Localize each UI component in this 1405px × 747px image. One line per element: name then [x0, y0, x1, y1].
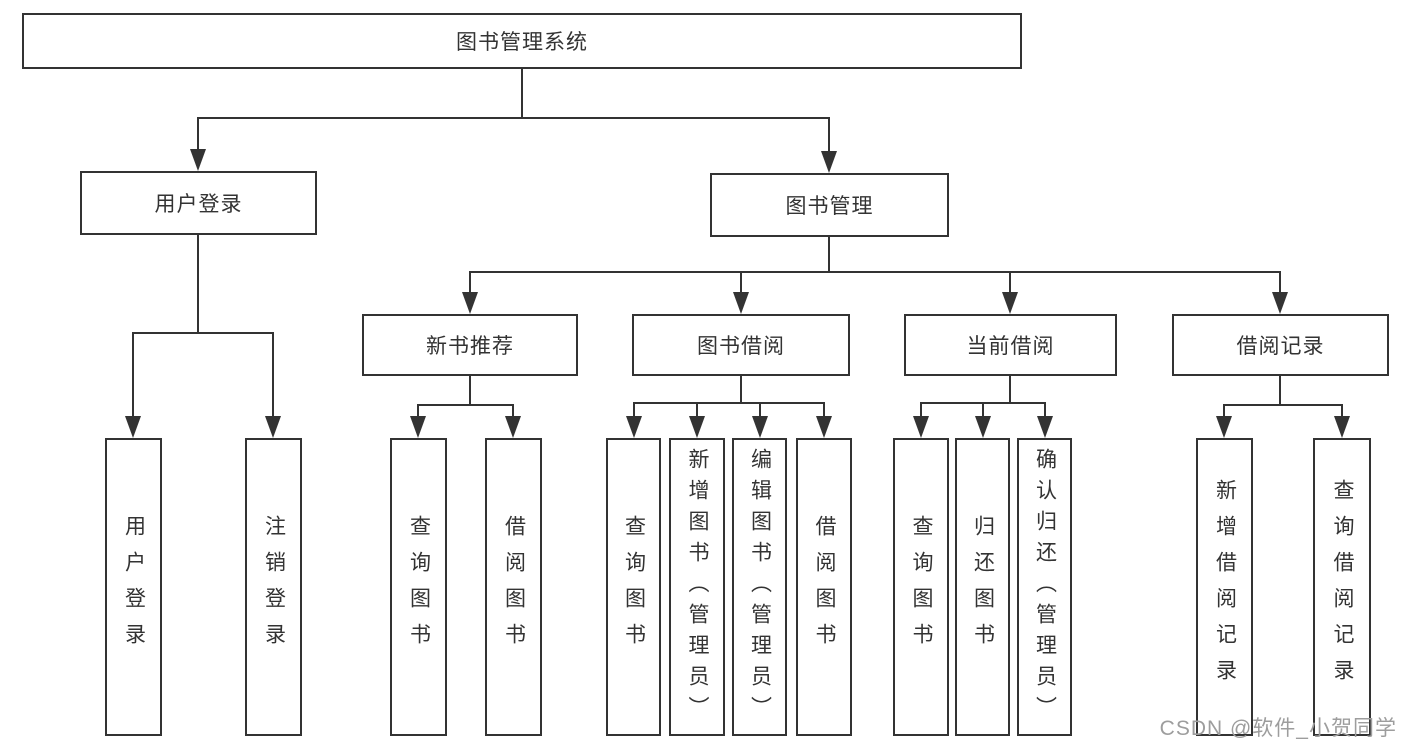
leaf-current-confirm-return-admin: 确认归还（管理员）: [1017, 438, 1072, 736]
node-user-login-label: 用户登录: [154, 193, 243, 216]
leaf-borrow-borrow-book: 借阅图书: [796, 438, 852, 736]
leaf-borrow-query-book: 查询图书: [606, 438, 661, 736]
leaf-records-query-record-label: 查询借阅记录: [1331, 479, 1354, 695]
leaf-current-query-book: 查询图书: [893, 438, 949, 736]
node-book-management-label: 图书管理: [785, 195, 874, 218]
leaf-recommend-borrow-book: 借阅图书: [485, 438, 542, 736]
leaf-recommend-query-book-label: 查询图书: [407, 515, 431, 659]
leaf-borrow-borrow-book-label: 借阅图书: [813, 515, 836, 659]
leaf-current-confirm-return-admin-label: 确认归还（管理员）: [1033, 447, 1057, 727]
node-book-borrow-label: 图书借阅: [697, 335, 785, 358]
node-root-label: 图书管理系统: [456, 31, 588, 54]
leaf-borrow-query-book-label: 查询图书: [622, 515, 646, 659]
leaf-current-query-book-label: 查询图书: [910, 515, 933, 659]
leaf-records-add-record-label: 新增借阅记录: [1213, 479, 1237, 695]
leaf-logout: 注销登录: [245, 438, 302, 736]
node-new-book-recommend: 新书推荐: [362, 314, 578, 376]
node-new-book-recommend-label: 新书推荐: [426, 335, 514, 358]
leaf-user-login-label: 用户登录: [122, 515, 146, 659]
leaf-user-login: 用户登录: [105, 438, 162, 736]
leaf-logout-label: 注销登录: [262, 515, 286, 659]
node-borrow-records-label: 借阅记录: [1236, 335, 1325, 358]
node-current-borrow: 当前借阅: [904, 314, 1117, 376]
leaf-records-add-record: 新增借阅记录: [1196, 438, 1253, 736]
node-book-borrow: 图书借阅: [632, 314, 850, 376]
leaf-borrow-add-book-admin: 新增图书（管理员）: [669, 438, 725, 736]
leaf-borrow-edit-book-admin-label: 编辑图书（管理员）: [748, 447, 772, 727]
leaf-current-return-book-label: 归还图书: [971, 515, 995, 659]
node-root-system: 图书管理系统: [22, 13, 1022, 69]
leaf-borrow-add-book-admin-label: 新增图书（管理员）: [686, 447, 709, 727]
leaf-recommend-query-book: 查询图书: [390, 438, 447, 736]
node-borrow-records: 借阅记录: [1172, 314, 1389, 376]
csdn-watermark: CSDN @软件_小贺同学: [1159, 717, 1397, 740]
leaf-current-return-book: 归还图书: [955, 438, 1010, 736]
leaf-records-query-record: 查询借阅记录: [1313, 438, 1371, 736]
leaf-borrow-edit-book-admin: 编辑图书（管理员）: [732, 438, 787, 736]
node-user-login: 用户登录: [80, 171, 317, 235]
node-book-management: 图书管理: [710, 173, 949, 237]
node-current-borrow-label: 当前借阅: [966, 335, 1055, 358]
leaf-recommend-borrow-book-label: 借阅图书: [502, 515, 526, 659]
